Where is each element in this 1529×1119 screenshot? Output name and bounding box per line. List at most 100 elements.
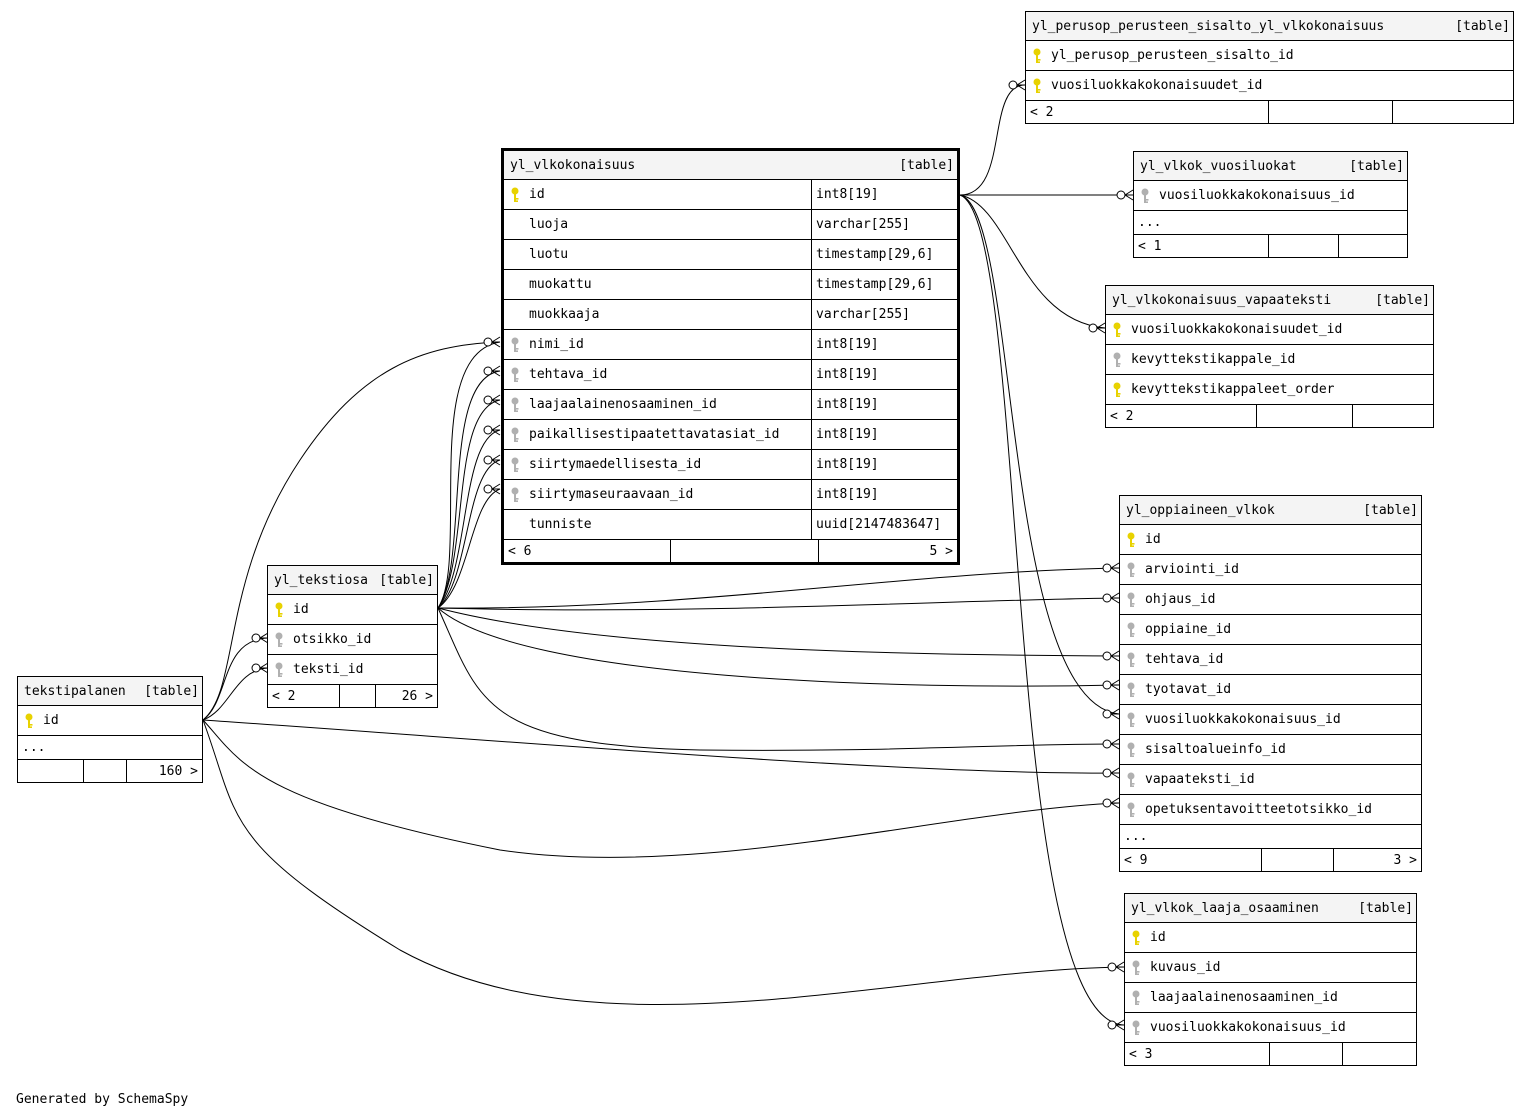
column-row[interactable]: tehtava_id bbox=[1120, 645, 1421, 675]
column-row[interactable]: otsikko_id bbox=[268, 625, 437, 655]
column-row[interactable]: id bbox=[268, 595, 437, 625]
parents-count[interactable]: < 9 bbox=[1124, 852, 1148, 868]
children-count[interactable] bbox=[1338, 235, 1407, 257]
children-count[interactable]: 5 > bbox=[818, 540, 957, 562]
column-name: id bbox=[529, 187, 545, 202]
crows-foot-marker bbox=[483, 365, 501, 377]
parents-count[interactable]: < 2 bbox=[272, 688, 296, 704]
foreign-key-icon bbox=[1127, 592, 1135, 607]
table-header[interactable]: yl_vlkokonaisuus_vapaateksti[table] bbox=[1106, 286, 1433, 315]
column-row[interactable]: vuosiluokkakokonaisuudet_id bbox=[1026, 71, 1513, 101]
foreign-key-icon bbox=[275, 632, 283, 647]
table-header[interactable]: yl_vlkok_laaja_osaaminen[table] bbox=[1125, 894, 1416, 923]
table-header[interactable]: tekstipalanen[table] bbox=[18, 677, 202, 706]
column-row[interactable]: id bbox=[18, 706, 202, 736]
table-header[interactable]: yl_oppiaineen_vlkok[table] bbox=[1120, 496, 1421, 525]
column-row[interactable]: vuosiluokkakokonaisuudet_id bbox=[1106, 315, 1433, 345]
foreign-key-icon bbox=[511, 457, 519, 472]
column-row[interactable]: kevyttekstikappaleet_order bbox=[1106, 375, 1433, 405]
crows-foot-marker bbox=[1116, 189, 1134, 201]
key-cell bbox=[1120, 622, 1142, 638]
column-row[interactable]: vapaateksti_id bbox=[1120, 765, 1421, 795]
edge-tekstiosa-arviointi bbox=[437, 567, 1120, 609]
table-kind-label: [table] bbox=[1455, 18, 1510, 34]
column-row[interactable]: kevyttekstikappale_id bbox=[1106, 345, 1433, 375]
children-count[interactable] bbox=[1352, 405, 1433, 427]
table-name: yl_vlkok_vuosiluokat bbox=[1140, 158, 1297, 174]
parents-count[interactable] bbox=[18, 760, 83, 782]
column-row[interactable]: vuosiluokkakokonaisuus_id bbox=[1125, 1013, 1416, 1043]
children-count[interactable]: 3 > bbox=[1333, 849, 1421, 871]
table-name: yl_oppiaineen_vlkok bbox=[1126, 502, 1275, 518]
column-row[interactable]: sisaltoalueinfo_id bbox=[1120, 735, 1421, 765]
column-name: paikallisestipaatettavatasiat_id bbox=[529, 427, 780, 442]
column-row[interactable]: laajaalainenosaaminen_id bbox=[1125, 983, 1416, 1013]
column-row[interactable]: teksti_id bbox=[268, 655, 437, 685]
crows-foot-marker bbox=[251, 662, 269, 674]
column-name: nimi_id bbox=[529, 337, 584, 352]
parents-count[interactable]: < 6 bbox=[508, 543, 532, 559]
table-header[interactable]: yl_tekstiosa[table] bbox=[268, 566, 437, 595]
key-cell bbox=[1120, 592, 1142, 608]
table-header[interactable]: yl_vlkokonaisuus[table] bbox=[504, 151, 957, 180]
column-row[interactable]: vuosiluokkakokonaisuus_id bbox=[1134, 181, 1407, 211]
table-yl-vlkok-vuosiluokat[interactable]: yl_vlkok_vuosiluokat[table]vuosiluokkako… bbox=[1133, 151, 1408, 258]
table-footer: < 2 bbox=[1106, 405, 1433, 427]
children-count[interactable]: 26 > bbox=[375, 685, 437, 707]
edge-tekstipalanen-teksti bbox=[202, 667, 269, 721]
column-name: yl_perusop_perusteen_sisalto_id bbox=[1051, 48, 1294, 63]
table-header[interactable]: yl_perusop_perusteen_sisalto_yl_vlkokona… bbox=[1026, 12, 1513, 41]
children-count[interactable] bbox=[1392, 101, 1513, 123]
column-name: ohjaus_id bbox=[1145, 592, 1216, 607]
column-row[interactable]: id bbox=[1125, 923, 1416, 953]
table-yl-vlkokonaisuus-vapaateksti[interactable]: yl_vlkokonaisuus_vapaateksti[table]vuosi… bbox=[1105, 285, 1434, 428]
column-row[interactable]: yl_perusop_perusteen_sisalto_id bbox=[1026, 41, 1513, 71]
parents-count[interactable]: < 1 bbox=[1138, 238, 1162, 254]
table-kind-label: [table] bbox=[379, 572, 434, 588]
key-cell bbox=[1120, 712, 1142, 728]
table-header[interactable]: yl_vlkok_vuosiluokat[table] bbox=[1134, 152, 1407, 181]
edge-tekstipalanen-vapaateksti bbox=[202, 719, 1120, 774]
parents-count[interactable]: < 3 bbox=[1129, 1046, 1153, 1062]
column-row[interactable]: oppiaine_id bbox=[1120, 615, 1421, 645]
column-name: id bbox=[293, 602, 309, 617]
column-row[interactable]: kuvaus_id bbox=[1125, 953, 1416, 983]
column-type: timestamp[29,6] bbox=[811, 270, 957, 299]
column-name: muokkaaja bbox=[529, 307, 600, 322]
column-row[interactable]: arviointi_id bbox=[1120, 555, 1421, 585]
column-row[interactable]: id bbox=[1120, 525, 1421, 555]
column-row[interactable]: tyotavat_id bbox=[1120, 675, 1421, 705]
column-row[interactable]: ohjaus_id bbox=[1120, 585, 1421, 615]
table-yl-perusop-perusteen-sisalto-yl-vlkokonaisuus[interactable]: yl_perusop_perusteen_sisalto_yl_vlkokona… bbox=[1025, 11, 1514, 124]
edge-vlk-perusop bbox=[959, 84, 1026, 196]
children-count[interactable]: 160 > bbox=[126, 760, 202, 782]
edge-tekstiosa-paikal bbox=[437, 429, 501, 609]
table-tekstipalanen[interactable]: tekstipalanen[table]id...160 > bbox=[17, 676, 203, 783]
key-cell bbox=[504, 187, 526, 203]
column-name: kevyttekstikappaleet_order bbox=[1131, 382, 1335, 397]
column-name: vuosiluokkakokonaisuudet_id bbox=[1051, 78, 1263, 93]
parents-count[interactable]: < 2 bbox=[1030, 104, 1054, 120]
column-row[interactable]: vuosiluokkakokonaisuus_id bbox=[1120, 705, 1421, 735]
children-count[interactable] bbox=[1342, 1043, 1416, 1065]
primary-key-icon bbox=[1127, 532, 1135, 547]
column-row[interactable]: opetuksentavoitteetotsikko_id bbox=[1120, 795, 1421, 825]
column-name: id bbox=[43, 713, 59, 728]
parents-count[interactable]: < 2 bbox=[1110, 408, 1134, 424]
